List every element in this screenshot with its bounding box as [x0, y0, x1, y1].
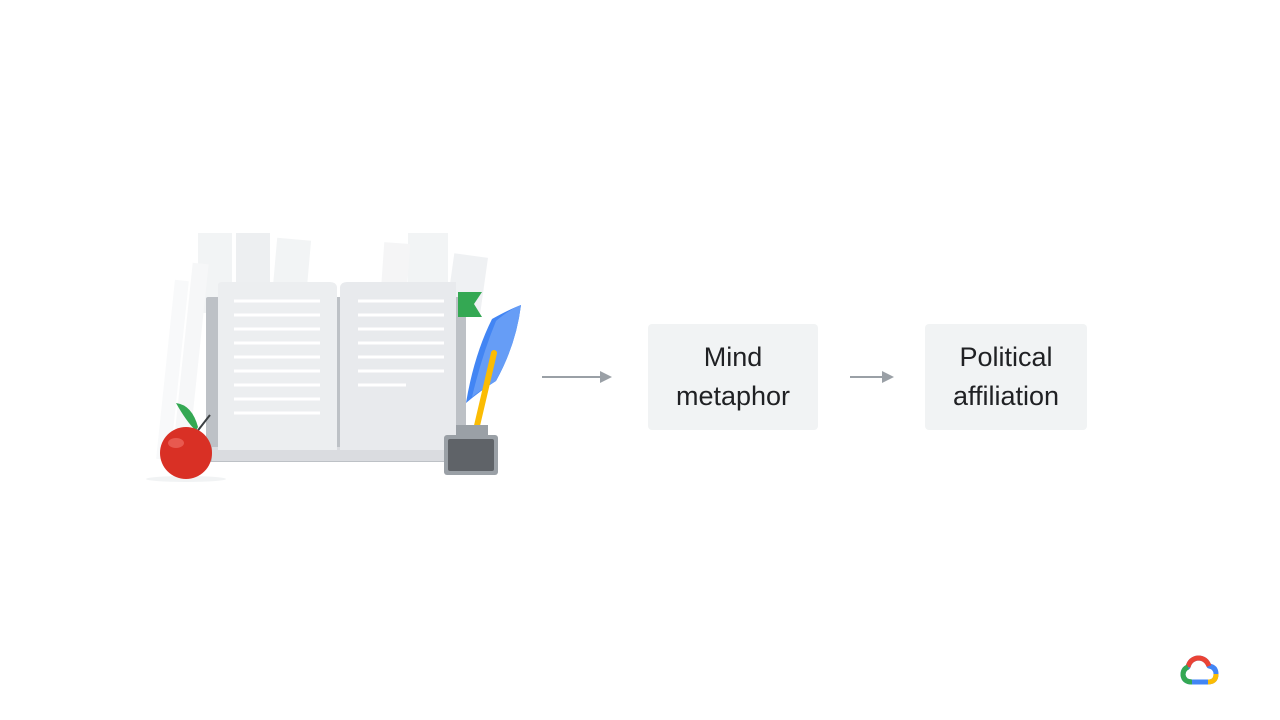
political-affiliation-box: Political affiliation [925, 324, 1087, 430]
right-arrow-icon [850, 371, 894, 383]
google-cloud-logo-icon [1180, 655, 1219, 685]
right-arrow-icon [542, 371, 612, 383]
apple-icon [146, 403, 226, 482]
quill-icon [466, 305, 521, 433]
ink-bottle-icon [444, 425, 498, 475]
mind-metaphor-box: Mind metaphor [648, 324, 818, 430]
bookmark-flag-icon [458, 292, 482, 317]
node-line: Mind [703, 342, 763, 372]
node-line: affiliation [952, 381, 1060, 411]
book-with-apple-and-quill-icon [146, 233, 521, 482]
node-line: metaphor [675, 381, 791, 411]
node-line: Political [959, 342, 1053, 372]
